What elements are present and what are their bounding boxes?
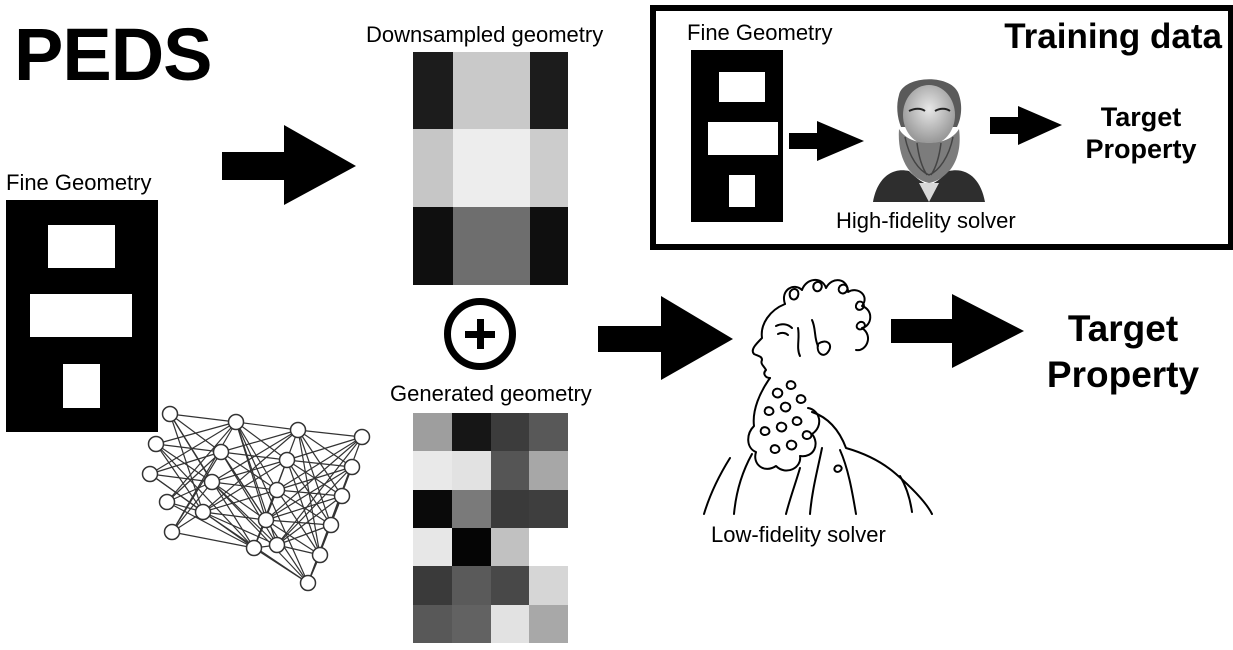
downsampled-cell bbox=[530, 52, 568, 129]
nn-node bbox=[227, 413, 245, 431]
plus-circle-icon bbox=[444, 298, 516, 370]
downsampled-cell bbox=[413, 207, 453, 285]
generated-cell bbox=[490, 527, 530, 567]
generated-cell bbox=[451, 451, 491, 490]
geometry-hole-top bbox=[48, 225, 115, 268]
generated-cell bbox=[490, 489, 530, 528]
generated-cell bbox=[490, 566, 530, 605]
generated-cell bbox=[413, 604, 452, 643]
training-geometry-hole-bottom bbox=[729, 175, 755, 207]
downsampled-cell bbox=[453, 207, 530, 285]
nn-node bbox=[257, 511, 275, 529]
nn-node bbox=[333, 487, 351, 505]
nn-node bbox=[322, 516, 340, 534]
downsampled-cell bbox=[413, 129, 453, 207]
downsampled-geometry-label: Downsampled geometry bbox=[366, 22, 604, 47]
nn-node bbox=[268, 481, 286, 499]
nn-node bbox=[268, 536, 286, 554]
nn-node bbox=[245, 539, 263, 557]
generated-cell bbox=[413, 489, 452, 528]
generated-cell bbox=[413, 527, 452, 567]
generated-geometry-label: Generated geometry bbox=[390, 381, 592, 406]
low-fidelity-solver-label: Low-fidelity solver bbox=[711, 522, 886, 547]
diagram-title: PEDS bbox=[14, 13, 213, 96]
generated-cell bbox=[529, 566, 568, 605]
target-property-label: Target Property bbox=[1028, 306, 1218, 399]
geometry-hole-middle bbox=[30, 294, 132, 337]
generated-cell bbox=[451, 604, 491, 643]
downsampled-cell bbox=[530, 207, 568, 285]
training-fine-geometry-label: Fine Geometry bbox=[687, 20, 833, 45]
generated-cell bbox=[413, 413, 452, 452]
training-geometry-hole-top bbox=[719, 72, 765, 102]
generated-cell bbox=[451, 566, 491, 605]
nn-node bbox=[194, 503, 212, 521]
generated-cell bbox=[529, 451, 568, 490]
nn-node bbox=[161, 405, 179, 423]
generated-cell bbox=[529, 527, 568, 567]
nn-node bbox=[289, 421, 307, 439]
generated-cell bbox=[529, 604, 568, 643]
nn-node bbox=[343, 458, 361, 476]
generated-geometry-grid bbox=[413, 413, 568, 643]
high-fidelity-solver-portrait bbox=[873, 79, 985, 202]
downsampled-geometry-grid bbox=[413, 52, 568, 285]
target-property-line-2: Property bbox=[1046, 354, 1200, 396]
target-property-line-1: Target bbox=[1067, 308, 1179, 349]
downsampled-cell bbox=[413, 52, 453, 129]
training-target-line-1: Target bbox=[1100, 102, 1182, 132]
nn-node bbox=[163, 523, 181, 541]
generated-cell bbox=[451, 527, 491, 567]
training-fine-geometry-block bbox=[691, 50, 783, 222]
nn-node bbox=[158, 493, 176, 511]
arrow-to-target-property bbox=[891, 294, 1024, 368]
downsampled-cell bbox=[453, 129, 530, 207]
nn-node bbox=[141, 465, 159, 483]
nn-node bbox=[353, 428, 371, 446]
generated-cell bbox=[490, 604, 530, 643]
geometry-hole-bottom bbox=[63, 364, 100, 408]
generated-cell bbox=[529, 489, 568, 528]
low-fidelity-solver-portrait bbox=[703, 279, 933, 515]
arrow-to-low-fidelity-solver bbox=[598, 296, 733, 380]
training-data-box: Training data Fine Geometry High-fidelit… bbox=[650, 5, 1233, 250]
downsampled-cell bbox=[530, 129, 568, 207]
downsampled-cell bbox=[453, 52, 530, 129]
nn-node bbox=[299, 574, 317, 592]
nn-node bbox=[203, 473, 221, 491]
generated-cell bbox=[451, 489, 491, 528]
training-data-title: Training data bbox=[1004, 17, 1222, 56]
generated-cell bbox=[490, 451, 530, 490]
training-target-line-2: Property bbox=[1085, 134, 1197, 165]
arrow-to-training-target bbox=[990, 106, 1062, 145]
generated-cell bbox=[451, 413, 491, 452]
high-fidelity-solver-label: High-fidelity solver bbox=[836, 208, 1016, 233]
nn-node bbox=[212, 443, 230, 461]
nn-node bbox=[147, 435, 165, 453]
generated-cell bbox=[529, 413, 568, 452]
fine-geometry-label: Fine Geometry bbox=[6, 170, 152, 195]
generated-cell bbox=[490, 413, 530, 452]
nn-node bbox=[311, 546, 329, 564]
arrow-to-downsampled bbox=[222, 125, 356, 205]
training-geometry-hole-middle bbox=[708, 122, 778, 155]
generated-cell bbox=[413, 566, 452, 605]
generated-cell bbox=[413, 451, 452, 490]
arrow-to-high-fidelity-solver bbox=[789, 121, 864, 161]
nn-node bbox=[278, 451, 296, 469]
fine-geometry-block bbox=[6, 200, 158, 432]
training-target-property-label: Target Property bbox=[1071, 101, 1211, 166]
